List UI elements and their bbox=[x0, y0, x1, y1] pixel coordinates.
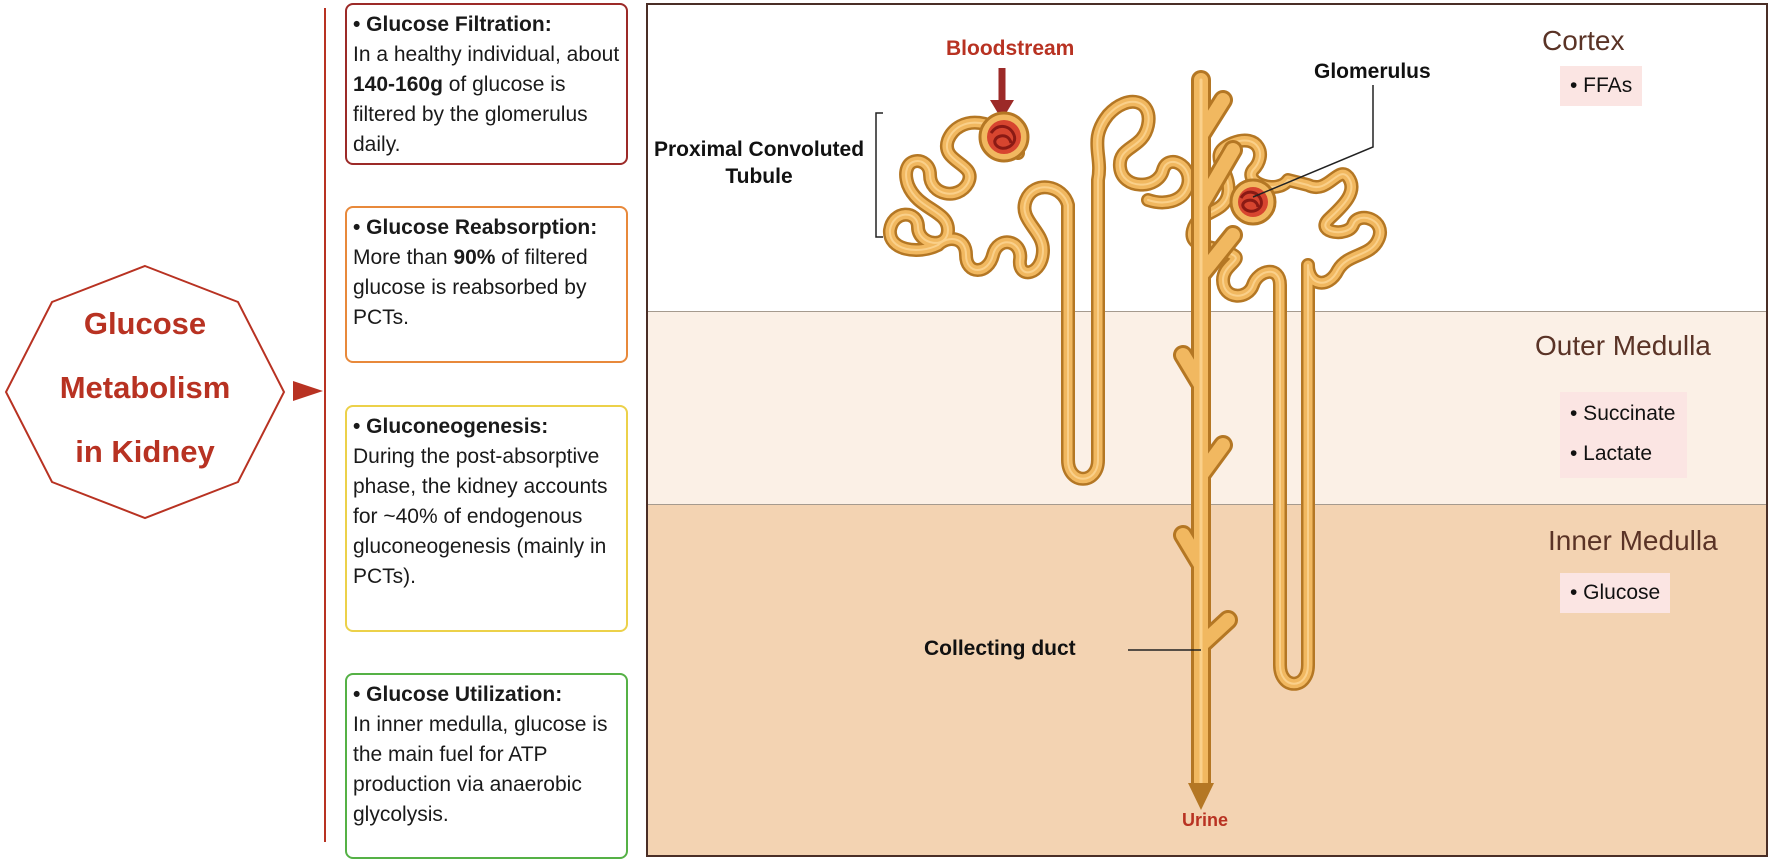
filtration-amount: 140-160g bbox=[353, 73, 443, 96]
utilization-title: • Glucose Utilization: bbox=[353, 683, 563, 706]
urine-arrow-icon bbox=[1188, 783, 1214, 810]
glomerulus-left bbox=[978, 111, 1030, 163]
urine-label: Urine bbox=[1182, 810, 1229, 830]
cortex-label: Cortex bbox=[1542, 25, 1625, 56]
pct-label: Proximal Convoluted Tubule bbox=[648, 136, 870, 190]
arrow-right-icon bbox=[293, 381, 323, 401]
cortex-metabolite-box: • FFAs bbox=[1560, 66, 1643, 106]
metabolite-lactate: • Lactate bbox=[1570, 442, 1653, 465]
kidney-diagram-panel: Bloodstream Glomerulus Proximal Convolut… bbox=[646, 3, 1768, 857]
glucose-utilization-box: • Glucose Utilization: In inner medulla,… bbox=[345, 673, 628, 859]
utilization-text: In inner medulla, glucose is the main fu… bbox=[353, 713, 608, 826]
glomerulus-right bbox=[1229, 178, 1277, 226]
title-line-2: Metabolism bbox=[59, 370, 231, 405]
pct-bracket bbox=[875, 112, 883, 238]
outer-medulla-label: Outer Medulla bbox=[1535, 330, 1711, 361]
reabsorption-text-1: More than bbox=[353, 246, 454, 269]
inner-medulla-label: Inner Medulla bbox=[1548, 525, 1718, 556]
bracket-line bbox=[324, 8, 326, 842]
filtration-text: In a healthy individual, about 140-160g … bbox=[353, 40, 620, 160]
glucose-filtration-box: • Glucose Filtration: In a healthy indiv… bbox=[345, 3, 628, 165]
gluconeogenesis-box: • Gluconeogenesis: During the post-absor… bbox=[345, 405, 628, 632]
metabolite-ffas: • FFAs bbox=[1570, 74, 1633, 97]
pct-label-line-1: Proximal Convoluted bbox=[653, 138, 865, 161]
reabsorption-text: More than 90% of filtered glucose is rea… bbox=[353, 243, 620, 333]
left-nephron bbox=[883, 94, 1196, 486]
reabsorption-title: • Glucose Reabsorption: bbox=[353, 216, 598, 239]
outer-medulla-metabolite-box: • Succinate • Lactate bbox=[1560, 392, 1688, 478]
title-octagon bbox=[4, 264, 286, 520]
glomerulus-pointer-line bbox=[1252, 85, 1374, 198]
filtration-text-2: of glucose is filtered by the glomerulus… bbox=[353, 73, 588, 156]
glomerulus-label: Glomerulus bbox=[1314, 60, 1431, 83]
filtration-title: • Glucose Filtration: bbox=[353, 13, 552, 36]
glucose-reabsorption-box: • Glucose Reabsorption: More than 90% of… bbox=[345, 206, 628, 363]
diagram-title: Glucose Metabolism in Kidney bbox=[4, 292, 286, 484]
filtration-text-1: In a healthy individual, about bbox=[353, 43, 620, 66]
inner-medulla-metabolite-box: • Glucose bbox=[1560, 573, 1671, 613]
nephron-illustration bbox=[875, 68, 1766, 810]
metabolite-glucose: • Glucose bbox=[1570, 581, 1661, 604]
gluconeogenesis-text: During the post-absorptive phase, the ki… bbox=[353, 445, 608, 588]
collecting-duct-label: Collecting duct bbox=[924, 637, 1076, 660]
title-line-1: Glucose bbox=[83, 306, 207, 341]
bloodstream-label: Bloodstream bbox=[946, 37, 1075, 60]
reabsorption-text-2: of filtered glucose is reabsorbed by PCT… bbox=[353, 246, 588, 329]
reabsorption-percent: 90% bbox=[453, 246, 496, 269]
pct-label-line-2: Tubule bbox=[725, 165, 793, 188]
gluconeogenesis-title: • Gluconeogenesis: bbox=[353, 415, 549, 438]
bloodstream-arrow-icon bbox=[990, 100, 1014, 120]
title-line-3: in Kidney bbox=[75, 434, 215, 469]
metabolite-succinate: • Succinate bbox=[1570, 402, 1676, 425]
